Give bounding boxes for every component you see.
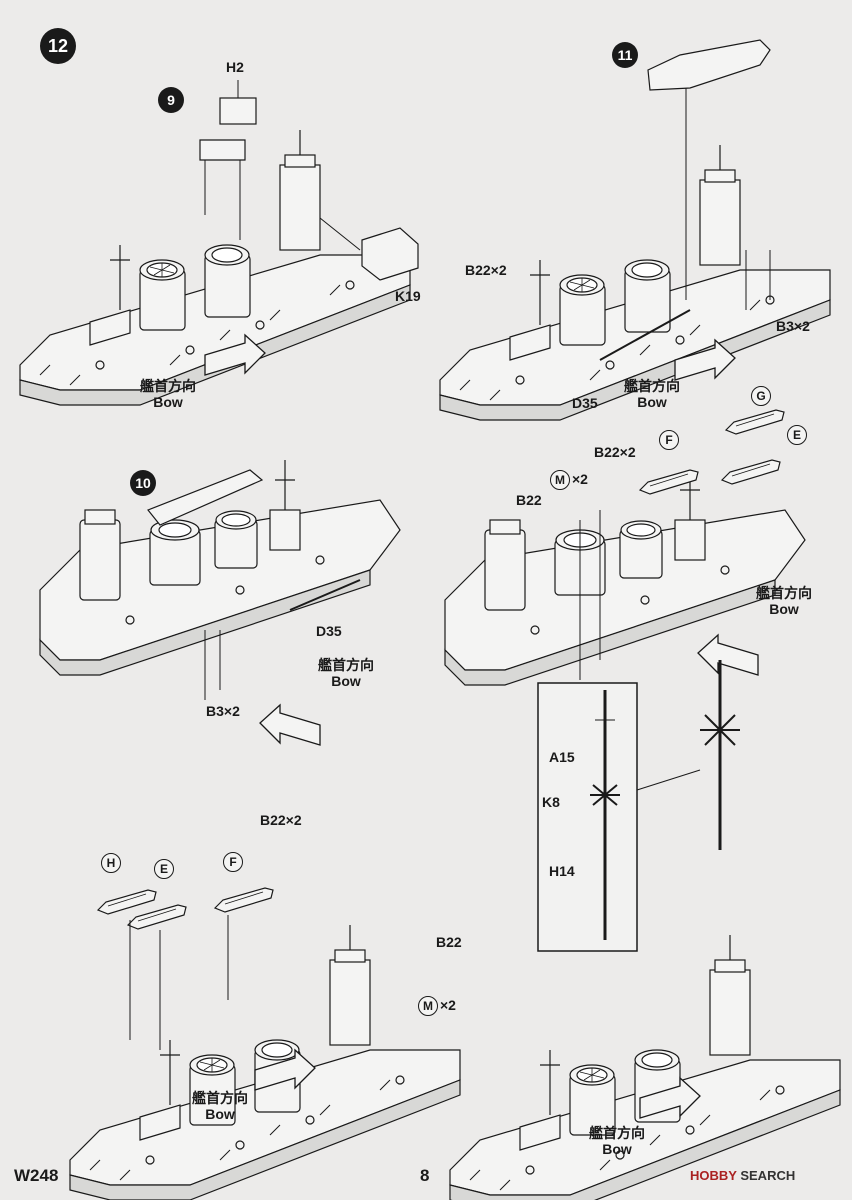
mast-detail (537, 660, 740, 952)
label-g: G (751, 386, 771, 406)
label-b22x2-c: B22×2 (260, 812, 302, 828)
part-h2-shape (219, 97, 257, 125)
label-h2: H2 (226, 59, 244, 75)
watermark: HOBBY SEARCH (690, 1168, 795, 1183)
label-b22-a: B22 (516, 492, 542, 508)
label-e-b: E (154, 859, 174, 879)
label-b3x2-b: B3×2 (206, 703, 240, 719)
label-b22x2-a: B22×2 (465, 262, 507, 278)
label-a15: A15 (549, 749, 575, 765)
bow-arrow-4 (697, 634, 759, 676)
label-m-b: M (418, 996, 438, 1016)
bow-arrow-3 (259, 704, 321, 746)
watermark-brand: HOBBY (690, 1168, 737, 1183)
part-k19-shape (361, 227, 419, 281)
watermark-suffix: SEARCH (740, 1168, 796, 1183)
part-11-platform (647, 39, 771, 91)
label-d35-b: D35 (316, 623, 342, 639)
label-b3x2-a: B3×2 (776, 318, 810, 334)
label-k8: K8 (542, 794, 560, 810)
boat-h (97, 889, 157, 915)
label-f-b: F (223, 852, 243, 872)
substep-9: 9 (158, 87, 184, 113)
label-h: H (101, 853, 121, 873)
label-b22-b: B22 (436, 934, 462, 950)
ship-drawing-5 (69, 924, 461, 1200)
label-k19: K19 (395, 288, 421, 304)
substep-10: 10 (130, 470, 156, 496)
substep-11: 11 (612, 42, 638, 68)
label-b22x2-b: B22×2 (594, 444, 636, 460)
page-number: 8 (420, 1166, 430, 1185)
boat-f-2 (214, 887, 274, 913)
label-m-a: M (550, 470, 570, 490)
label-mx2-b: ×2 (440, 997, 456, 1013)
product-code: W248 (14, 1166, 59, 1185)
boat-e-1 (721, 459, 781, 485)
step-number: 12 (40, 28, 76, 64)
label-mx2-a: ×2 (572, 471, 588, 487)
part-10-platform (147, 469, 264, 526)
label-e-a: E (787, 425, 807, 445)
label-f-a: F (659, 430, 679, 450)
ship-drawing-6 (449, 934, 841, 1200)
boat-g (725, 409, 785, 435)
label-h14: H14 (549, 863, 575, 879)
boat-e-2 (127, 904, 187, 930)
label-d35-a: D35 (572, 395, 598, 411)
